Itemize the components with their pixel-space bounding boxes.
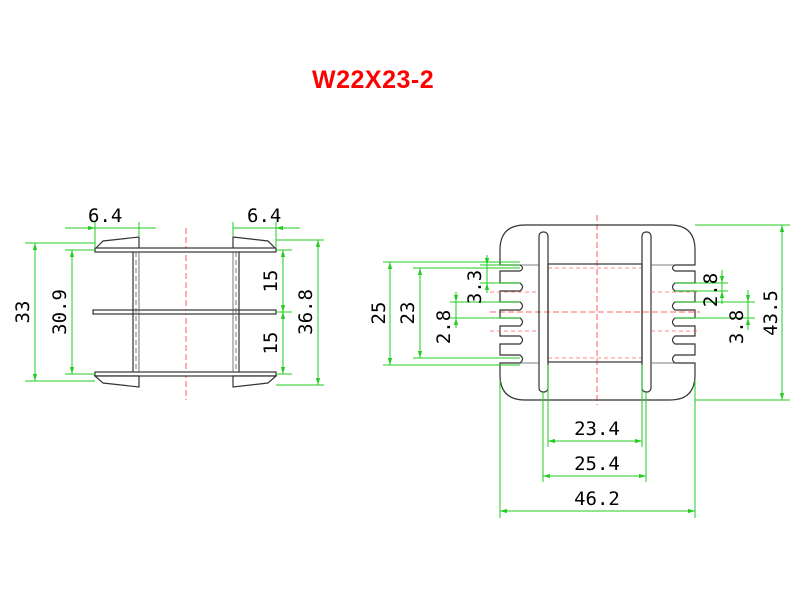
dim-front-overall-width: 46.2 — [574, 488, 620, 510]
top-flange — [94, 247, 277, 253]
front-view — [490, 215, 700, 405]
dim-front-flange-width: 25.4 — [574, 453, 620, 475]
dim-front-window-width: 23.4 — [574, 418, 620, 440]
dim-front-inner-left: 23 — [397, 302, 419, 325]
drawing-title: W22X23-2 — [312, 66, 435, 94]
dim-front-slot-gap-right: 3.8 — [726, 310, 748, 344]
dim-side-top-left-width: 6.4 — [88, 205, 122, 227]
dim-side-top-right-width: 6.4 — [247, 205, 281, 227]
dim-front-outer-left: 25 — [368, 302, 390, 325]
middle-flange — [92, 309, 277, 315]
front-view-dimensions — [383, 224, 790, 518]
bobbin-outline — [499, 224, 696, 401]
dim-side-upper-half: 15 — [260, 270, 282, 293]
side-view-dimensions — [25, 222, 324, 386]
winding-window — [547, 263, 643, 363]
bottom-left-tab — [93, 375, 140, 388]
dim-front-slot-gap-left: 2.8 — [433, 310, 455, 344]
dim-side-overall-height: 36.8 — [295, 289, 317, 335]
dim-front-overall-height: 43.5 — [760, 290, 782, 336]
dim-side-inner-height: 30.9 — [49, 289, 71, 335]
dim-front-slot-pitch-right: 2.8 — [700, 273, 722, 307]
dim-side-lower-half: 15 — [260, 332, 282, 355]
dim-front-slot-pitch-left: 3.3 — [464, 270, 486, 304]
bottom-right-tab — [232, 375, 278, 388]
dim-side-outer-height: 33 — [12, 301, 34, 324]
side-view — [92, 228, 278, 400]
